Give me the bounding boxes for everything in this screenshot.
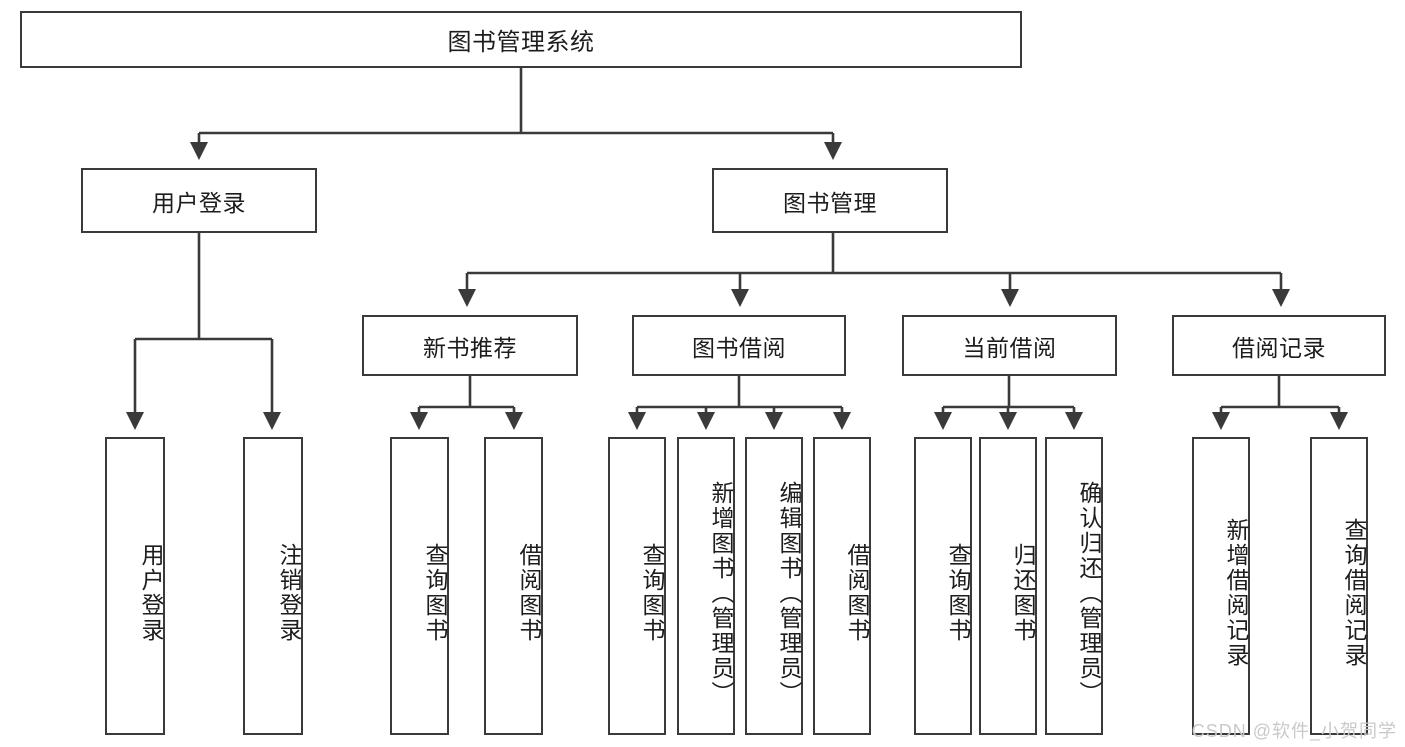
leaf-borrow-book-2[interactable]: 借阅图书 bbox=[813, 437, 871, 735]
csdn-watermark: CSDN @软件_小贺同学 bbox=[1191, 721, 1397, 741]
node-current-borrow-label: 当前借阅 bbox=[962, 334, 1057, 361]
leaf-return-book[interactable]: 归还图书 bbox=[979, 437, 1037, 735]
node-current-borrow[interactable]: 当前借阅 bbox=[902, 315, 1117, 376]
leaf-user-login[interactable]: 用户登录 bbox=[105, 437, 165, 735]
leaf-add-book-label: 新增图书（管理员） bbox=[708, 480, 734, 706]
leaf-add-record-label: 新增借阅记录 bbox=[1223, 518, 1249, 668]
leaf-query-book-1[interactable]: 查询图书 bbox=[390, 437, 449, 735]
leaf-query-book-3[interactable]: 查询图书 bbox=[914, 437, 972, 735]
node-book-manage[interactable]: 图书管理 bbox=[712, 168, 948, 233]
leaf-edit-book[interactable]: 编辑图书（管理员） bbox=[745, 437, 803, 735]
node-book-borrow-label: 图书借阅 bbox=[692, 334, 786, 361]
leaf-query-book-2[interactable]: 查询图书 bbox=[608, 437, 666, 735]
leaf-query-book-3-label: 查询图书 bbox=[945, 543, 971, 643]
leaf-return-book-label: 归还图书 bbox=[1010, 543, 1036, 643]
node-root[interactable]: 图书管理系统 bbox=[20, 11, 1022, 68]
node-new-book-recommend-label: 新书推荐 bbox=[423, 334, 517, 361]
leaf-query-record[interactable]: 查询借阅记录 bbox=[1310, 437, 1368, 735]
leaf-query-book-2-label: 查询图书 bbox=[639, 543, 665, 643]
leaf-add-record[interactable]: 新增借阅记录 bbox=[1192, 437, 1250, 735]
leaf-borrow-book-2-label: 借阅图书 bbox=[844, 543, 870, 643]
leaf-borrow-book-1[interactable]: 借阅图书 bbox=[484, 437, 543, 735]
leaf-confirm-return[interactable]: 确认归还（管理员） bbox=[1045, 437, 1103, 735]
leaf-add-book[interactable]: 新增图书（管理员） bbox=[677, 437, 735, 735]
node-user-login-label: 用户登录 bbox=[152, 189, 246, 216]
leaf-logout-label: 注销登录 bbox=[276, 543, 302, 643]
node-book-borrow[interactable]: 图书借阅 bbox=[632, 315, 846, 376]
leaf-query-record-label: 查询借阅记录 bbox=[1341, 518, 1367, 668]
leaf-confirm-return-label: 确认归还（管理员） bbox=[1076, 480, 1102, 706]
leaf-user-login-label: 用户登录 bbox=[138, 543, 164, 643]
node-user-login[interactable]: 用户登录 bbox=[81, 168, 317, 233]
node-book-manage-label: 图书管理 bbox=[783, 189, 877, 216]
node-borrow-record[interactable]: 借阅记录 bbox=[1172, 315, 1386, 376]
leaf-borrow-book-1-label: 借阅图书 bbox=[516, 543, 542, 643]
leaf-query-book-1-label: 查询图书 bbox=[422, 543, 448, 643]
leaf-edit-book-label: 编辑图书（管理员） bbox=[776, 480, 802, 706]
node-borrow-record-label: 借阅记录 bbox=[1232, 334, 1326, 361]
node-root-label: 图书管理系统 bbox=[447, 29, 595, 56]
leaf-logout[interactable]: 注销登录 bbox=[243, 437, 303, 735]
node-new-book-recommend[interactable]: 新书推荐 bbox=[362, 315, 578, 376]
